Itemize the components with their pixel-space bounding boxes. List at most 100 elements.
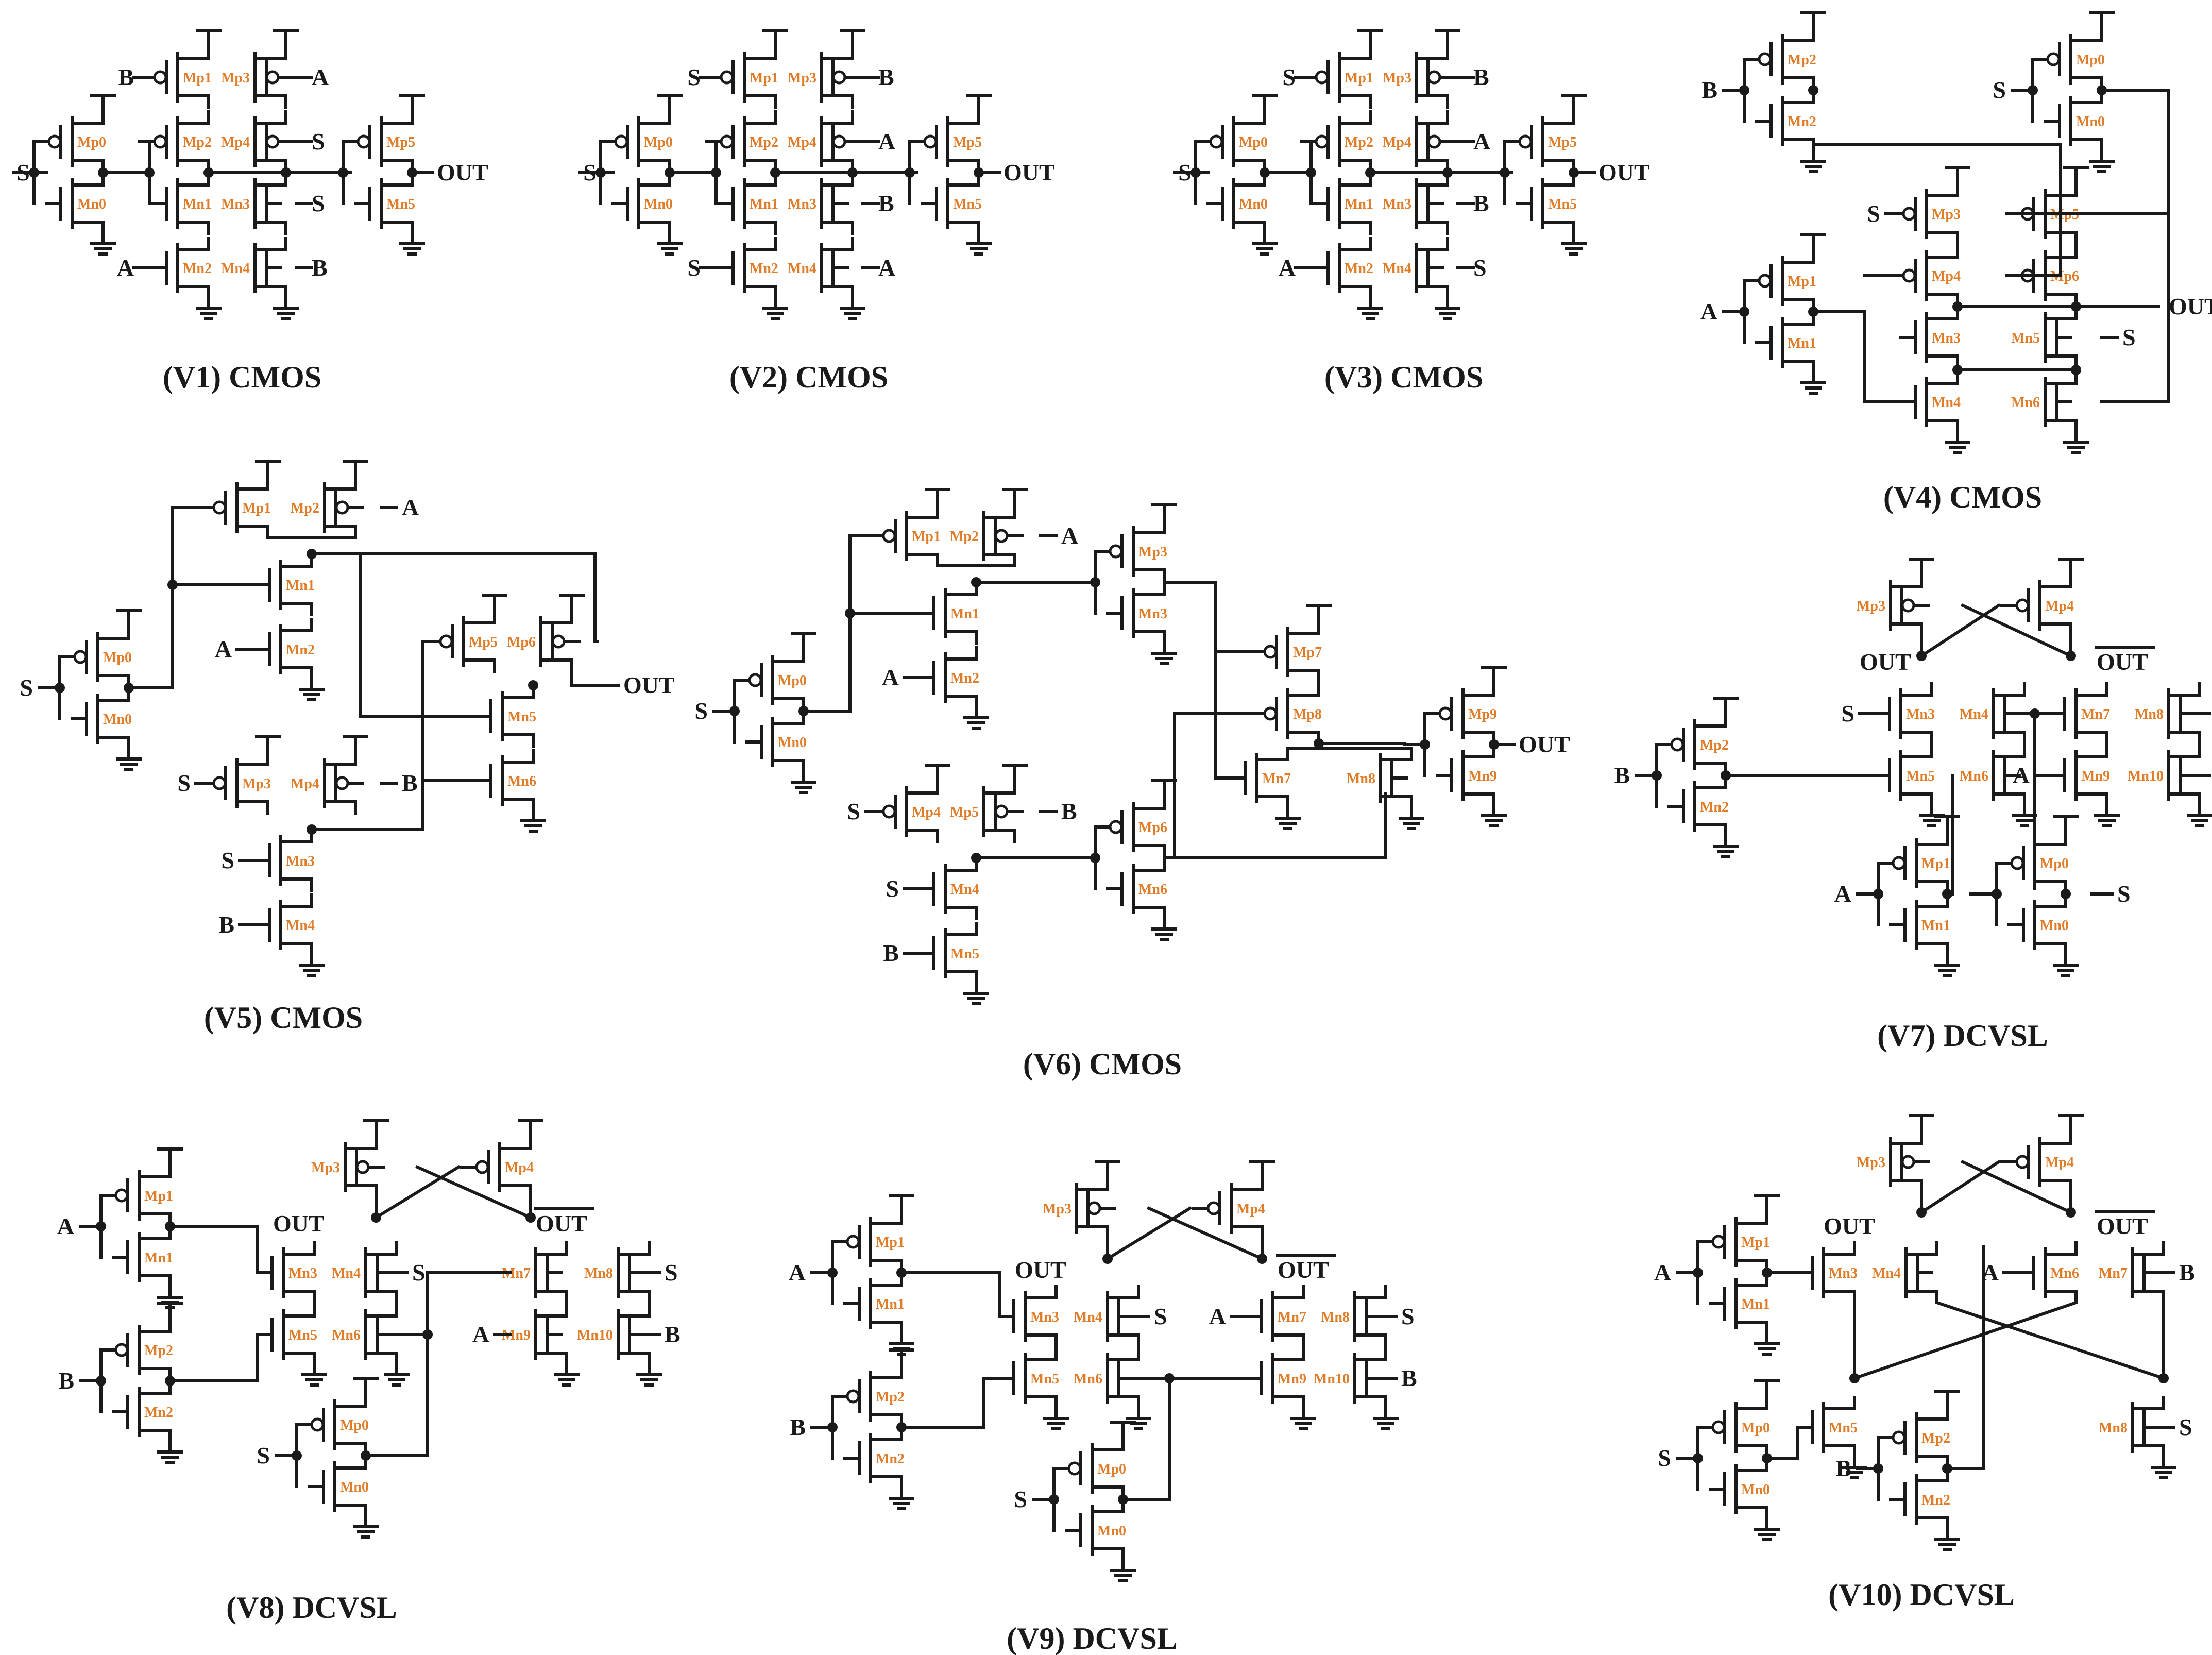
signal-label-out: OUT [623,672,675,698]
transistor-mp4: Mp4 [1383,134,1411,150]
transistor-mn8: Mn8 [1321,1309,1350,1325]
signal-label-out: OUT [273,1210,325,1237]
transistor-mn5: Mn5 [1829,1420,1858,1436]
transistor-mn2: Mn2 [950,670,979,686]
transistor-mn0: Mn0 [77,196,106,212]
transistor-mp2: Mp2 [876,1389,905,1405]
signal-label-b: B [58,1367,74,1394]
transistor-mn4: Mn4 [1074,1309,1102,1325]
transistor-mn4: Mn4 [1960,706,1988,722]
transistor-mp1: Mp1 [912,529,941,545]
transistor-mn5: Mn5 [1548,196,1577,212]
signal-label-s: S [221,847,234,873]
signal-label-a: A [312,64,329,90]
transistor-mn1: Mn1 [183,196,212,212]
signal-label-a: A [57,1213,74,1239]
transistor-mn5: Mn5 [1030,1371,1059,1387]
transistor-mp5: Mp5 [469,634,498,650]
transistor-mp0: Mp0 [644,134,673,150]
signal-label-s: S [2179,1414,2192,1440]
transistor-mp4: Mp4 [1236,1201,1265,1217]
signal-label-out: OUT [1860,649,1911,675]
transistor-mp4: Mp4 [2045,598,2074,614]
transistor-mn3: Mn3 [1932,330,1961,346]
transistor-mn3: Mn3 [1030,1309,1059,1325]
transistor-mn1: Mn1 [1921,918,1950,934]
transistor-mn5: Mn5 [950,946,979,962]
signal-label-s: S [1178,159,1192,185]
signal-label-s: S [1401,1303,1415,1329]
transistor-mn4: Mn4 [950,882,979,898]
signal-label-b: B [1473,190,1489,216]
signal-label-out: OUT [437,159,488,185]
transistor-mp5: Mp5 [953,134,982,150]
transistor-mn3: Mn3 [1906,706,1935,722]
transistor-mp9: Mp9 [1468,706,1497,722]
transistor-mn6: Mn6 [332,1327,361,1343]
transistor-mn3: Mn3 [1383,196,1411,212]
transistor-mn2: Mn2 [876,1451,905,1467]
transistor-mn3: Mn3 [288,1265,317,1281]
signal-label-s: S [847,798,860,824]
transistor-mn5: Mn5 [507,709,536,725]
signal-label-out: OUT [2097,649,2148,675]
signal-label-b: B [1473,64,1489,90]
signal-label-out: OUT [1003,159,1055,185]
transistor-mn3: Mn3 [788,196,816,212]
signal-label-b: B [883,940,899,966]
signal-label-s: S [412,1259,426,1286]
caption-v9: (V9) DCVSL [1007,1622,1178,1655]
transistor-mp5: Mp5 [950,804,979,820]
signal-label-s: S [687,64,701,90]
transistor-mn9: Mn9 [1468,768,1497,784]
transistor-mp1: Mp1 [1741,1235,1770,1251]
transistor-mn8: Mn8 [2099,1420,2128,1436]
transistor-mp3: Mp3 [788,70,816,86]
transistor-mn1: Mn1 [1741,1296,1770,1312]
caption-v1: (V1) CMOS [163,360,321,394]
signal-label-b: B [878,64,894,90]
signal-label-out: OUT [1278,1257,1329,1283]
signal-label-a: A [1700,298,1717,325]
transistor-mn2: Mn2 [1788,114,1816,130]
signal-label-s: S [1282,64,1296,90]
signal-label-a: A [882,664,899,690]
transistor-mn4: Mn4 [1872,1265,1901,1281]
signal-label-b: B [402,770,418,796]
signal-label-a: A [1279,255,1296,281]
transistor-mn4: Mn4 [286,918,315,934]
signal-label-s: S [312,190,325,216]
transistor-mp1: Mp1 [183,70,212,86]
transistor-mn2: Mn2 [750,261,778,277]
transistor-mp3: Mp3 [311,1160,340,1176]
transistor-mp2: Mp2 [291,500,319,516]
transistor-mp0: Mp0 [778,673,807,689]
signal-label-out: OUT [536,1210,587,1237]
signal-label-a: A [1209,1303,1226,1329]
signal-label-s: S [312,128,325,155]
signal-label-s: S [1993,77,2006,103]
signal-label-s: S [2117,881,2131,907]
transistor-mn5: Mn5 [953,196,982,212]
transistor-mp3: Mp3 [1138,544,1167,560]
transistor-mn1: Mn1 [1788,335,1816,351]
caption-v6: (V6) CMOS [1023,1047,1182,1081]
circuit-v4: Mp2Mn2BMp0Mn0SMp1Mn1AMp3Mp4Mn3Mn4Mp5Mp6M… [1700,11,2212,514]
signal-label-a: A [1654,1259,1671,1286]
circuit-v2: Mp0Mn0SMp1Mp2Mn1Mn2Mp3Mp4Mn3Mn4Mp5Mn5OUT… [578,29,1055,394]
transistor-mn5: Mn5 [386,196,415,212]
transistor-mp2: Mp2 [950,529,979,545]
transistor-mp3: Mp3 [242,776,271,792]
caption-v2: (V2) CMOS [729,360,888,394]
transistor-mn2: Mn2 [1921,1492,1950,1508]
signal-label-a: A [878,128,895,155]
transistor-mn4: Mn4 [332,1265,361,1281]
signal-label-s: S [2122,324,2136,350]
transistor-mn0: Mn0 [778,735,807,751]
transistor-mn0: Mn0 [2040,918,2069,934]
signal-label-s: S [1867,200,1880,227]
transistor-mn3: Mn3 [1138,606,1167,622]
signal-label-s: S [177,770,191,796]
transistor-mp0: Mp0 [77,134,106,150]
